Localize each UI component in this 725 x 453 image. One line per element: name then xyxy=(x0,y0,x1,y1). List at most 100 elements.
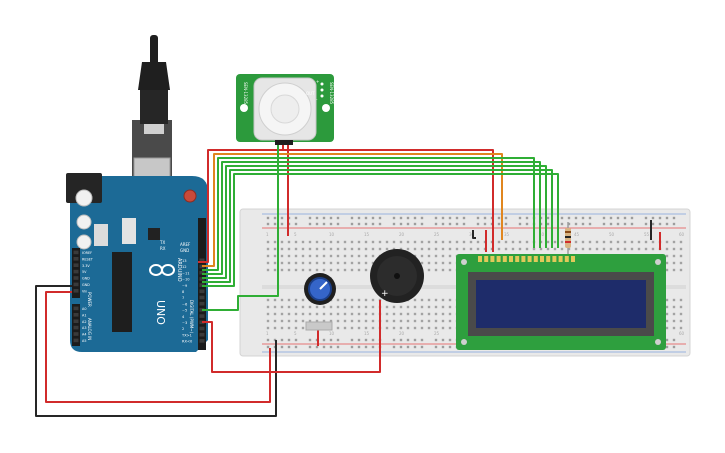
breadboard-hole xyxy=(266,312,270,316)
breadboard-hole xyxy=(266,319,270,323)
lcd-screen xyxy=(476,280,646,328)
breadboard-hole xyxy=(637,240,641,244)
breadboard-hole xyxy=(308,254,312,258)
breadboard-hole xyxy=(455,216,459,220)
infinity-logo-icon xyxy=(149,264,175,276)
power-pin-label: 3.3V xyxy=(82,264,90,268)
breadboard-hole xyxy=(399,312,403,316)
breadboard-hole xyxy=(301,247,305,251)
breadboard-hole xyxy=(315,240,319,244)
breadboard-hole xyxy=(518,216,522,220)
breadboard-hole xyxy=(651,216,655,220)
breadboard-hole xyxy=(287,345,291,349)
breadboard-hole xyxy=(483,222,487,226)
breadboard-hole xyxy=(294,326,298,330)
breadboard-hole xyxy=(553,240,557,244)
breadboard-hole xyxy=(343,319,347,323)
breadboard-hole xyxy=(665,268,669,272)
breadboard-hole xyxy=(322,305,326,309)
breadboard-hole xyxy=(308,338,312,342)
power-pin-socket xyxy=(73,263,79,267)
breadboard-hole xyxy=(406,326,410,330)
breadboard-hole xyxy=(406,319,410,323)
breadboard-hole xyxy=(441,268,445,272)
breadboard-hole xyxy=(336,268,340,272)
breadboard-hole xyxy=(511,247,515,251)
breadboard-hole xyxy=(420,326,424,330)
breadboard-hole xyxy=(322,319,326,323)
breadboard-hole xyxy=(413,326,417,330)
resistor-icon xyxy=(565,222,571,254)
potentiometer[interactable] xyxy=(304,273,336,331)
analog-pin-label: A4 xyxy=(82,333,86,337)
breadboard-hole xyxy=(315,254,319,258)
breadboard-hole xyxy=(658,222,662,226)
breadboard-column-number: 1 xyxy=(266,232,269,237)
breadboard-hole xyxy=(378,222,382,226)
digital-pin-socket xyxy=(199,301,205,306)
usb-chip xyxy=(148,228,160,240)
breadboard-hole xyxy=(287,240,291,244)
breadboard-hole xyxy=(588,240,592,244)
breadboard-hole xyxy=(280,298,284,302)
lcd-pin xyxy=(558,256,563,262)
breadboard-hole xyxy=(350,319,354,323)
lcd-pin xyxy=(546,256,551,262)
power-pin-socket xyxy=(73,269,79,274)
breadboard-hole xyxy=(273,298,277,302)
breadboard-hole xyxy=(329,216,333,220)
breadboard-hole xyxy=(266,298,270,302)
breadboard-hole xyxy=(329,319,333,323)
lcd-hole-bl xyxy=(461,339,467,345)
breadboard-hole xyxy=(294,216,298,220)
breadboard-hole xyxy=(329,247,333,251)
breadboard-hole xyxy=(672,312,676,316)
breadboard-hole xyxy=(266,261,270,265)
breadboard-hole xyxy=(567,247,571,251)
power-pin-socket xyxy=(73,257,79,261)
lcd-pin xyxy=(533,256,538,262)
breadboard-hole xyxy=(350,312,354,316)
breadboard-column-number: 15 xyxy=(364,331,370,336)
breadboard-hole xyxy=(420,345,424,349)
breadboard-hole xyxy=(294,319,298,323)
wire-red-top-rail xyxy=(208,149,494,252)
breadboard-hole xyxy=(679,240,683,244)
breadboard-hole xyxy=(448,298,452,302)
breadboard-hole xyxy=(287,305,291,309)
breadboard-hole xyxy=(427,247,431,251)
lcd-pin xyxy=(552,256,557,262)
breadboard-hole xyxy=(420,216,424,220)
breadboard-hole xyxy=(273,319,277,323)
breadboard-hole xyxy=(364,338,368,342)
breadboard-hole xyxy=(672,261,676,265)
breadboard-hole xyxy=(308,319,312,323)
wire-black-rail-1 xyxy=(472,230,476,239)
breadboard-hole xyxy=(322,338,326,342)
breadboard-hole xyxy=(357,216,361,220)
breadboard-hole xyxy=(441,216,445,220)
breadboard-hole xyxy=(406,216,410,220)
reset-button[interactable] xyxy=(183,189,197,203)
breadboard-hole xyxy=(294,305,298,309)
power-pin-label: RESET xyxy=(82,257,94,261)
digital-pin-label: 12 xyxy=(182,265,187,269)
pot-legs xyxy=(305,321,333,331)
analog-pin-label: A3 xyxy=(82,326,86,330)
breadboard-hole xyxy=(294,240,298,244)
breadboard-hole xyxy=(420,222,424,226)
breadboard-hole xyxy=(665,298,669,302)
breadboard-column-number: 45 xyxy=(574,232,580,237)
breadboard-hole xyxy=(343,305,347,309)
breadboard-hole xyxy=(630,247,634,251)
breadboard-hole xyxy=(469,247,473,251)
breadboard-hole xyxy=(336,222,340,226)
breadboard-hole xyxy=(448,268,452,272)
breadboard-hole xyxy=(385,319,389,323)
lcd-hole-tr xyxy=(655,259,661,265)
breadboard-hole xyxy=(651,240,655,244)
breadboard-hole xyxy=(315,319,319,323)
breadboard-hole xyxy=(357,345,361,349)
